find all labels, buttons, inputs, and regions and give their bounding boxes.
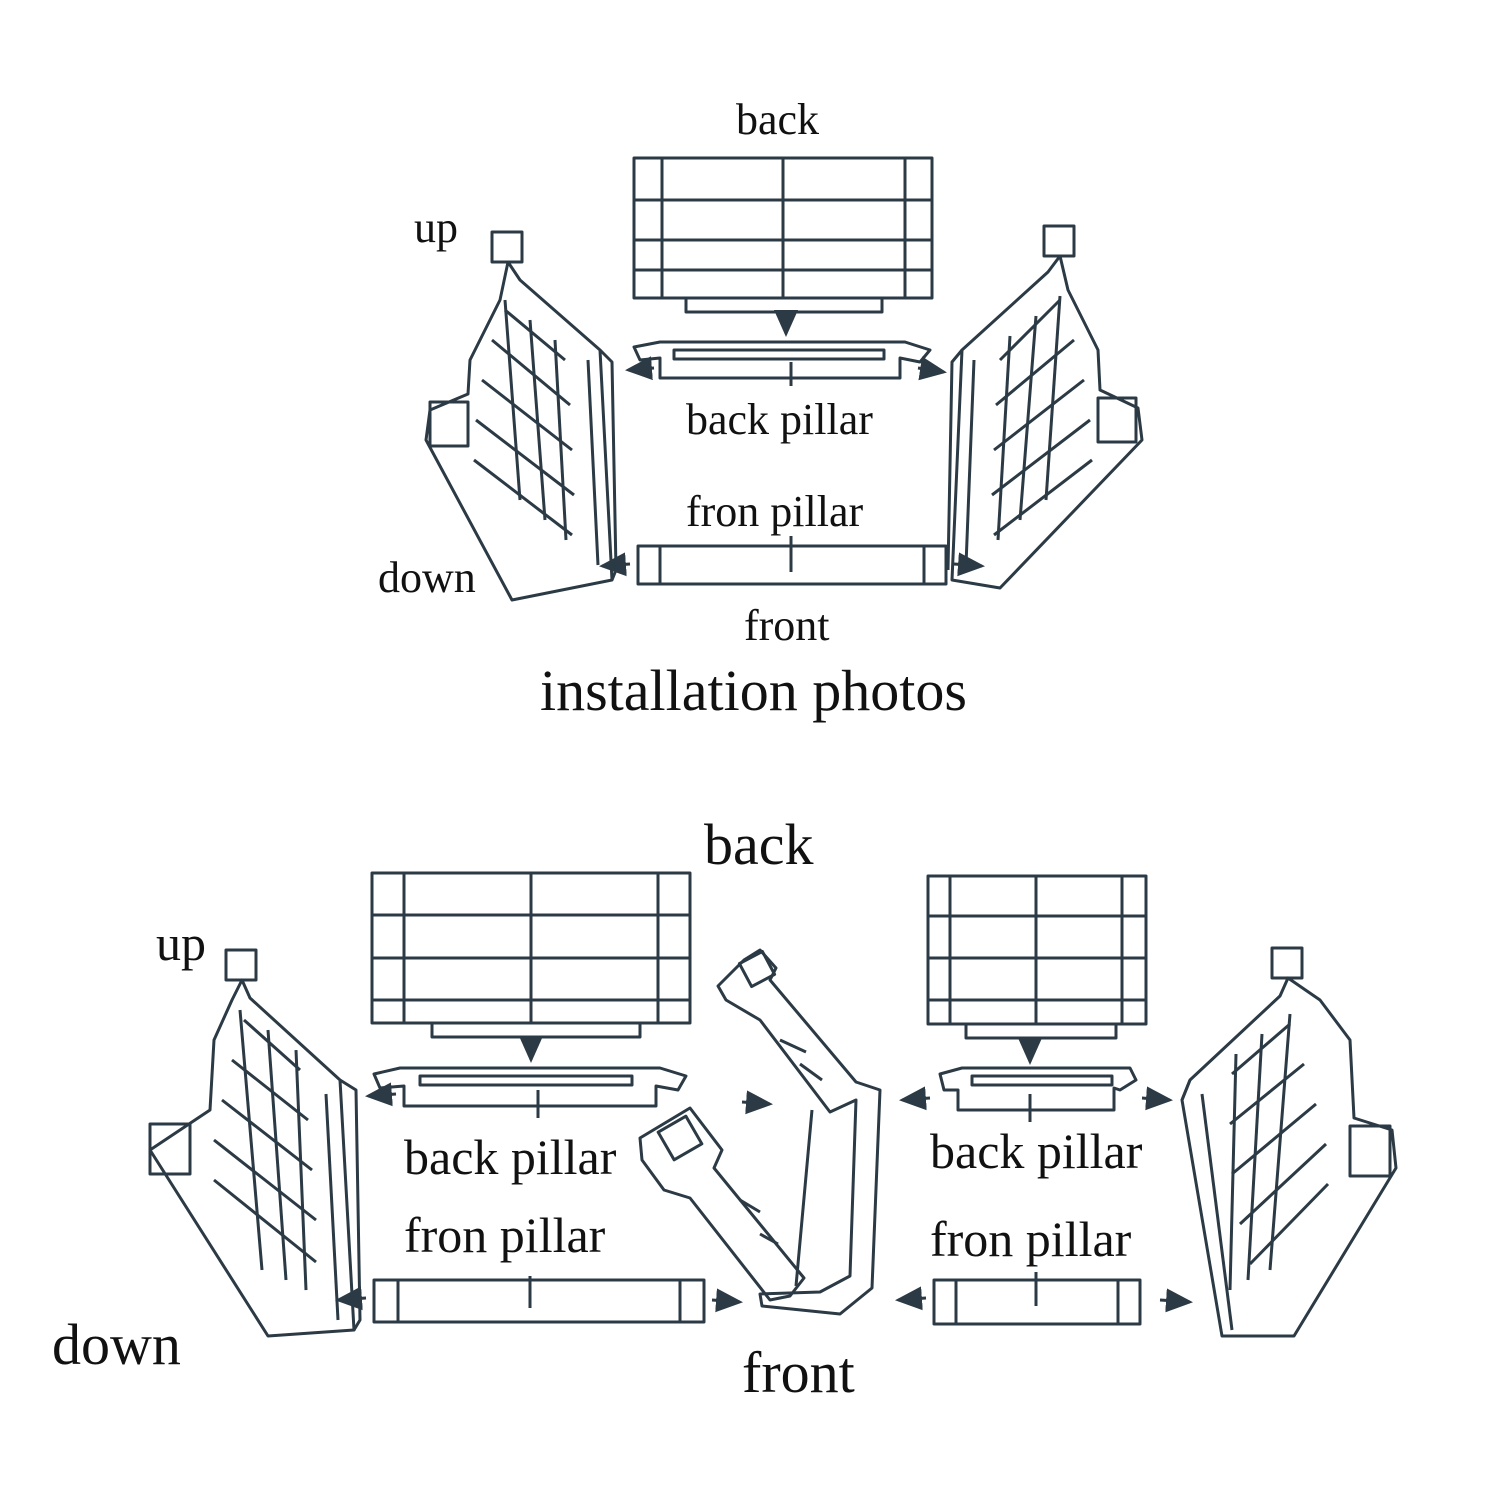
bottom-back-label: back: [704, 812, 814, 877]
bottom-right-back-pillar: [938, 1066, 1138, 1122]
top-up-label: up: [414, 203, 458, 252]
top-back-label: back: [736, 95, 820, 144]
bottom-front-label: front: [742, 1340, 855, 1405]
bottom-left-front-pillar-label: fron pillar: [404, 1207, 606, 1263]
bottom-down-label: down: [52, 1312, 181, 1377]
top-front-pillar: [636, 536, 948, 586]
top-front-label: front: [744, 601, 830, 650]
bottom-up-label: up: [156, 915, 206, 971]
bottom-right-front-pillar-label: fron pillar: [930, 1211, 1132, 1267]
bottom-left-back-pillar-label: back pillar: [404, 1129, 617, 1185]
bottom-right-back-panel: [926, 874, 1148, 1040]
top-left-side-panel: [424, 230, 618, 602]
page-title: installation photos: [540, 658, 967, 723]
top-front-pillar-label: fron pillar: [686, 487, 864, 536]
bottom-center-corner-unit: [638, 948, 882, 1316]
bottom-left-side-panel: [148, 948, 362, 1338]
bottom-left-back-panel: [370, 871, 692, 1039]
bottom-right-front-pillar: [932, 1272, 1142, 1326]
bottom-left-back-pillar: [372, 1066, 688, 1118]
top-back-pillar-label: back pillar: [686, 395, 873, 444]
top-down-label: down: [378, 553, 476, 602]
bottom-right-side-panel: [1180, 946, 1398, 1338]
top-right-side-panel: [946, 224, 1144, 590]
bottom-right-back-pillar-label: back pillar: [930, 1123, 1143, 1179]
top-back-panel: [632, 156, 934, 314]
top-back-pillar: [632, 340, 932, 386]
bottom-left-front-pillar: [372, 1276, 706, 1324]
